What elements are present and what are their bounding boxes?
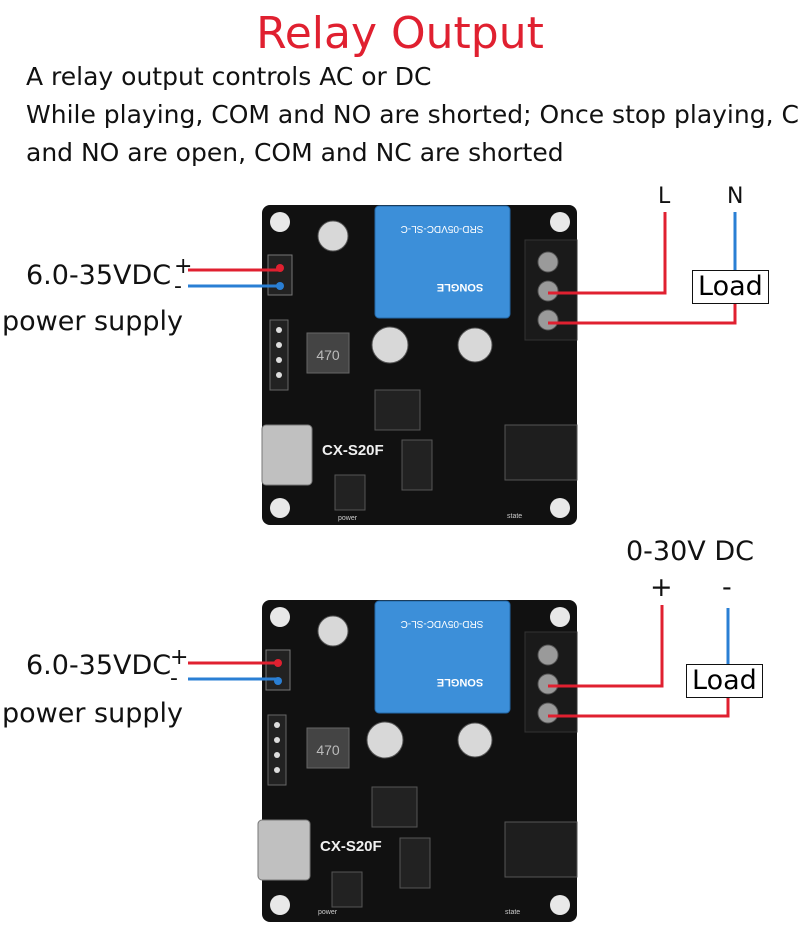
supply-voltage-label-2: 6.0-35VDC	[26, 650, 172, 681]
description-line-3: and NO are open, COM and NC are shorted	[26, 138, 564, 167]
power-led-label: power	[338, 515, 358, 522]
circuit-board-2: SRD-05VDC-SL-C SONGLE 470 CX-S20F power …	[257, 600, 578, 922]
supply-voltage-label-1: 6.0-35VDC	[26, 260, 172, 291]
relay-brand-text: SONGLE	[437, 676, 483, 688]
circuit-board-1: SRD-05VDC-SL-C SONGLE 470 CX-S20F power	[261, 205, 578, 525]
dc-positive-wire	[548, 605, 664, 688]
line-L-wire	[548, 212, 667, 295]
description-line-2: While playing, COM and NO are shorted; O…	[26, 100, 800, 129]
board-model-label: CX-S20F	[322, 442, 384, 459]
supply-plus-sign-1: +	[174, 254, 193, 279]
load-to-terminal-wire-2	[548, 697, 730, 718]
power-led-label: power	[318, 909, 338, 916]
load-to-terminal-wire-1	[548, 302, 737, 325]
supply-caption-2: power supply	[2, 698, 183, 729]
board-model-label: CX-S20F	[320, 838, 382, 855]
relay-1: SRD-05VDC-SL-C SONGLE	[374, 205, 511, 319]
inductor-label: 470	[316, 347, 340, 363]
state-led-label: state	[507, 513, 522, 520]
relay-brand-text: SONGLE	[437, 281, 483, 293]
dc-range-label: 0-30V DC	[626, 536, 754, 567]
dc-minus-sign: -	[722, 572, 732, 603]
terminal-block-2	[524, 631, 578, 733]
page-title: Relay Output	[256, 8, 544, 59]
load-box-2: Load	[686, 664, 763, 698]
dc-plus-sign: +	[650, 572, 673, 603]
description-line-1: A relay output controls AC or DC	[26, 62, 432, 91]
supply-caption-1: power supply	[2, 306, 183, 337]
supply-minus-sign-1: -	[174, 274, 182, 299]
line-N-label: N	[727, 184, 744, 209]
state-led-label: state	[505, 909, 520, 916]
load-box-1: Load	[692, 270, 769, 304]
supply-plus-sign-2: +	[170, 645, 189, 670]
supply-minus-sign-2: -	[170, 666, 178, 691]
relay-model-text: SRD-05VDC-SL-C	[401, 618, 484, 629]
line-L-label: L	[658, 184, 671, 209]
relay-2: SRD-05VDC-SL-C SONGLE	[374, 600, 511, 714]
inductor-label: 470	[316, 742, 340, 758]
relay-model-text: SRD-05VDC-SL-C	[401, 223, 484, 234]
